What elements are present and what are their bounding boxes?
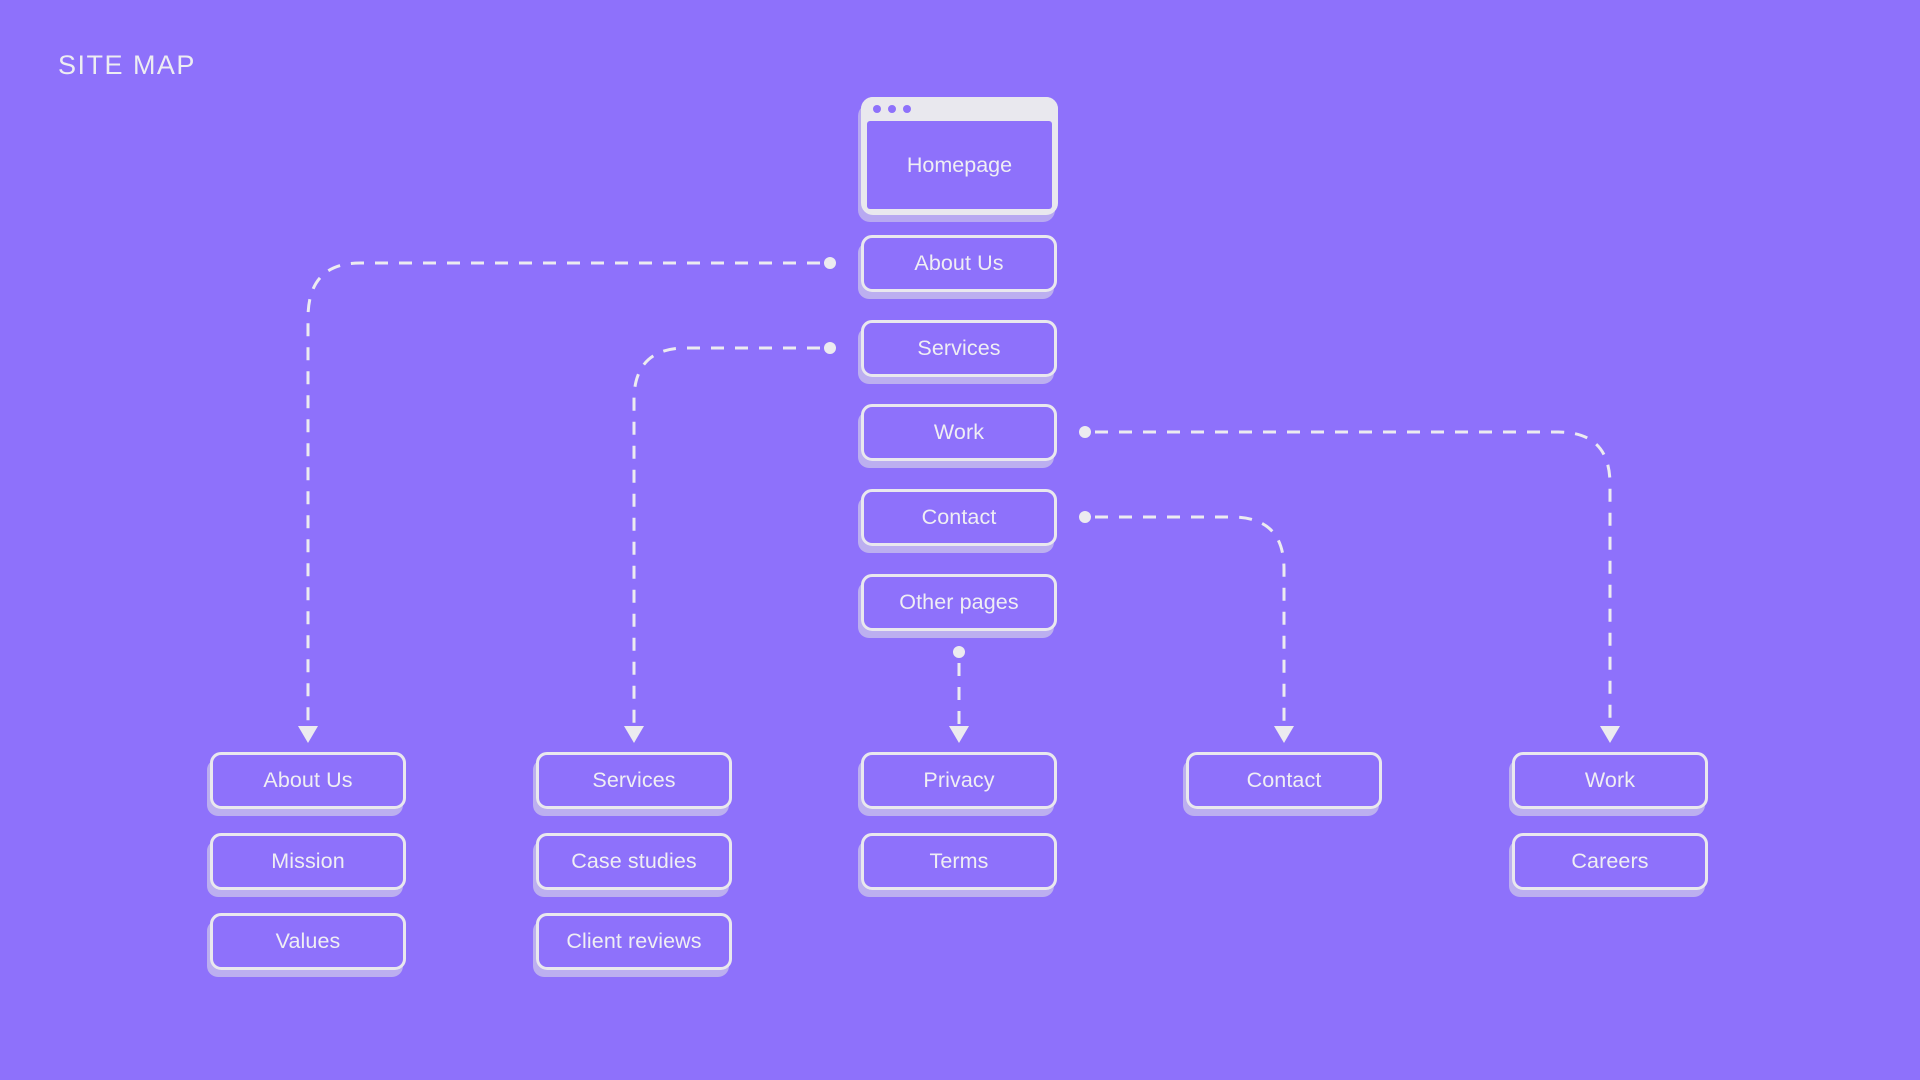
node-services[interactable]: Services (861, 320, 1057, 377)
node-contact[interactable]: Contact (861, 489, 1057, 546)
leaf-contact[interactable]: Contact (1186, 752, 1382, 809)
browser-dot-icon (903, 105, 911, 113)
browser-dot-icon (873, 105, 881, 113)
node-label: About Us (914, 251, 1004, 275)
node-label: Careers (1571, 849, 1649, 873)
leaf-mission[interactable]: Mission (210, 833, 406, 890)
leaf-case-studies[interactable]: Case studies (536, 833, 732, 890)
page-title: SITE MAP (58, 50, 196, 80)
services-connector (624, 342, 836, 743)
other-pages-connector (949, 646, 969, 743)
contact-connector (1079, 511, 1294, 743)
node-label: Work (1584, 768, 1636, 792)
leaf-careers[interactable]: Careers (1512, 833, 1708, 890)
about-us-connector (298, 257, 836, 743)
node-label: Contact (1246, 768, 1322, 792)
homepage-browser-window[interactable]: Homepage (861, 97, 1058, 215)
node-label: About Us (263, 768, 353, 792)
browser-title-bar (861, 97, 1058, 121)
node-label: Services (917, 336, 1001, 360)
node-label: Privacy (923, 768, 995, 792)
homepage-label: Homepage (867, 121, 1052, 209)
leaf-terms[interactable]: Terms (861, 833, 1057, 890)
leaf-work[interactable]: Work (1512, 752, 1708, 809)
node-label: Values (275, 929, 341, 953)
node-label: Mission (271, 849, 345, 873)
leaf-values[interactable]: Values (210, 913, 406, 970)
browser-dot-icon (888, 105, 896, 113)
node-label: Case studies (571, 849, 697, 873)
node-other-pages[interactable]: Other pages (861, 574, 1057, 631)
leaf-client-reviews[interactable]: Client reviews (536, 913, 732, 970)
node-label: Client reviews (566, 929, 702, 953)
node-label: Services (592, 768, 676, 792)
leaf-about-us[interactable]: About Us (210, 752, 406, 809)
node-label: Other pages (899, 590, 1019, 614)
leaf-privacy[interactable]: Privacy (861, 752, 1057, 809)
node-label: Work (933, 420, 985, 444)
work-connector (1079, 426, 1620, 743)
node-about-us[interactable]: About Us (861, 235, 1057, 292)
leaf-services[interactable]: Services (536, 752, 732, 809)
node-label: Terms (929, 849, 989, 873)
node-label: Contact (921, 505, 997, 529)
node-work[interactable]: Work (861, 404, 1057, 461)
